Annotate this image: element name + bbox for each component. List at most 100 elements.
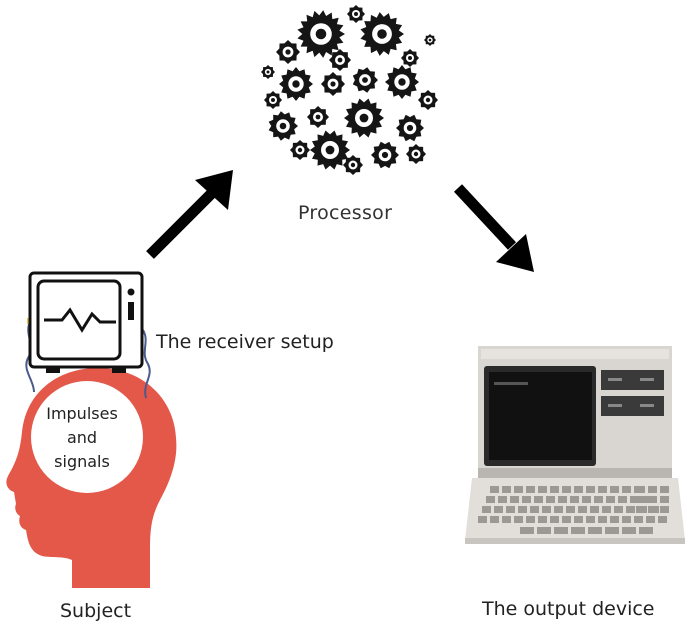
- key: [582, 496, 591, 503]
- arrow-processor-to-output: [453, 184, 534, 272]
- gears-icon: [261, 5, 438, 175]
- gear-icon: [385, 65, 419, 99]
- key: [610, 516, 619, 523]
- key: [550, 486, 559, 493]
- key: [605, 527, 619, 534]
- key: [622, 516, 631, 523]
- key: [636, 506, 645, 513]
- key: [554, 527, 568, 534]
- monitor-device-icon: [28, 271, 144, 373]
- gear-icon: [329, 49, 351, 71]
- key: [554, 506, 563, 513]
- key: [522, 496, 531, 503]
- key: [558, 496, 567, 503]
- key: [639, 527, 653, 534]
- key: [660, 506, 669, 513]
- gear-icon: [276, 40, 300, 64]
- gear-icon: [396, 114, 424, 142]
- key: [490, 516, 499, 523]
- key: [586, 486, 595, 493]
- key: [648, 486, 657, 493]
- gear-icon: [297, 10, 345, 58]
- key: [520, 527, 534, 534]
- key: [562, 486, 571, 493]
- key: [578, 506, 587, 513]
- key: [486, 496, 495, 503]
- gear-icon: [352, 67, 378, 93]
- key: [610, 486, 619, 493]
- key: [537, 527, 551, 534]
- gear-icon: [401, 49, 419, 67]
- key: [550, 516, 559, 523]
- key: [622, 486, 631, 493]
- key: [542, 506, 551, 513]
- key: [546, 496, 555, 503]
- gear-icon: [424, 34, 436, 46]
- key: [514, 486, 523, 493]
- key: [648, 506, 657, 513]
- key: [598, 486, 607, 493]
- gear-icon: [321, 72, 345, 96]
- key: [626, 506, 635, 513]
- key: [598, 516, 607, 523]
- key: [630, 496, 639, 503]
- key: [642, 496, 651, 503]
- gear-icon: [310, 130, 350, 170]
- gear-icon: [344, 98, 384, 138]
- key: [502, 486, 511, 493]
- subject-label: Subject: [60, 600, 132, 622]
- key: [534, 496, 543, 503]
- key: [574, 516, 583, 523]
- key: [566, 506, 575, 513]
- key: [562, 516, 571, 523]
- key: [614, 506, 623, 513]
- key: [518, 506, 527, 513]
- key: [510, 496, 519, 503]
- receiver-setup-label: The receiver setup: [156, 331, 334, 353]
- keyboard: [478, 486, 669, 534]
- key: [538, 516, 547, 523]
- gear-icon: [347, 5, 365, 23]
- key: [648, 496, 657, 503]
- key: [586, 516, 595, 523]
- key: [660, 496, 669, 503]
- key: [478, 516, 487, 523]
- key: [538, 486, 547, 493]
- key: [602, 506, 611, 513]
- key: [646, 516, 655, 523]
- key: [590, 506, 599, 513]
- gear-icon: [406, 144, 426, 164]
- key: [570, 496, 579, 503]
- computer-icon: [465, 346, 685, 544]
- gear-icon: [264, 91, 282, 109]
- key: [494, 506, 503, 513]
- output-device-label: The output device: [482, 598, 655, 620]
- key: [490, 486, 499, 493]
- key: [594, 496, 603, 503]
- key: [526, 516, 535, 523]
- key: [588, 527, 602, 534]
- processor-label: Processor: [298, 202, 393, 224]
- key: [660, 486, 669, 493]
- key: [622, 527, 636, 534]
- key: [636, 496, 645, 503]
- key: [506, 506, 515, 513]
- head-inner-line-2: and: [66, 428, 98, 447]
- head-inner-text: Impulses and signals: [28, 402, 136, 474]
- key: [574, 486, 583, 493]
- gear-icon: [290, 140, 310, 160]
- arrow-subject-to-processor: [146, 170, 233, 259]
- key: [571, 527, 585, 534]
- wires: [25, 321, 151, 399]
- key: [658, 516, 667, 523]
- head-inner-line-3: signals: [54, 452, 110, 471]
- head-inner-line-1: Impulses: [46, 404, 118, 423]
- gear-icon: [418, 90, 438, 110]
- key: [502, 516, 511, 523]
- key: [606, 496, 615, 503]
- head-icon: [6, 368, 177, 588]
- key: [498, 496, 507, 503]
- gear-icon: [261, 65, 275, 79]
- key: [636, 486, 645, 493]
- key: [634, 516, 643, 523]
